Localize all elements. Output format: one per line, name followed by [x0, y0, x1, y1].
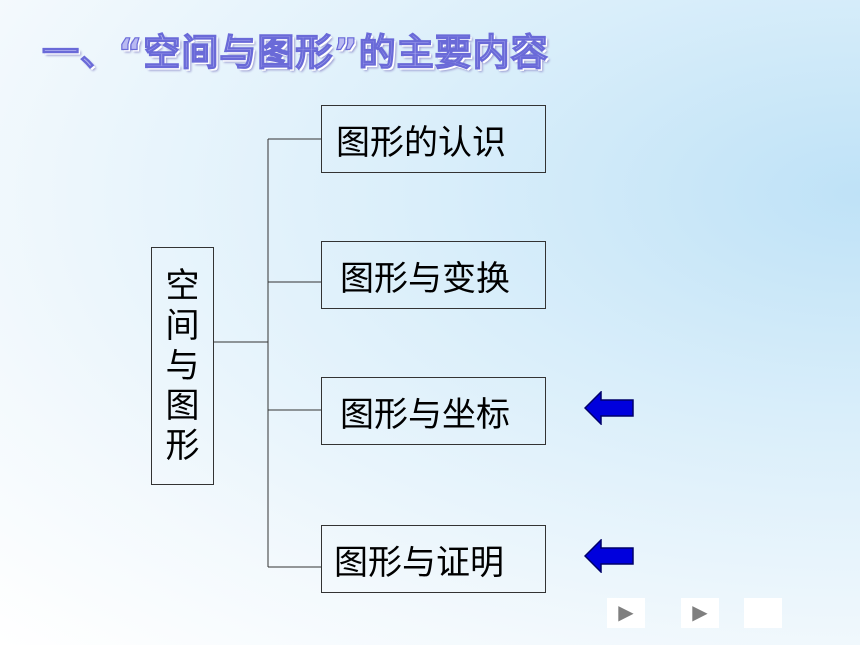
child-node-1: 图形的认识	[321, 105, 546, 173]
child-node-4: 图形与证明	[321, 525, 546, 593]
child-node-label: 图形与证明	[334, 542, 504, 583]
next-slide-button[interactable]: ▶	[681, 598, 719, 628]
slide-title: 一、“空间与图形”的主要内容	[41, 30, 549, 74]
child-node-label: 图形的认识	[336, 122, 506, 163]
left-arrow-icon	[584, 391, 634, 425]
left-arrow-icon	[584, 539, 634, 573]
end-show-button[interactable]	[744, 598, 782, 628]
root-node-label: 空间与图形	[165, 266, 200, 466]
play-button[interactable]: ▶	[607, 598, 645, 628]
child-node-label: 图形与坐标	[340, 394, 510, 435]
child-node-3: 图形与坐标	[321, 377, 546, 445]
child-node-2: 图形与变换	[321, 241, 546, 309]
root-node-box: 空间与图形	[151, 247, 214, 485]
child-node-label: 图形与变换	[340, 258, 510, 299]
